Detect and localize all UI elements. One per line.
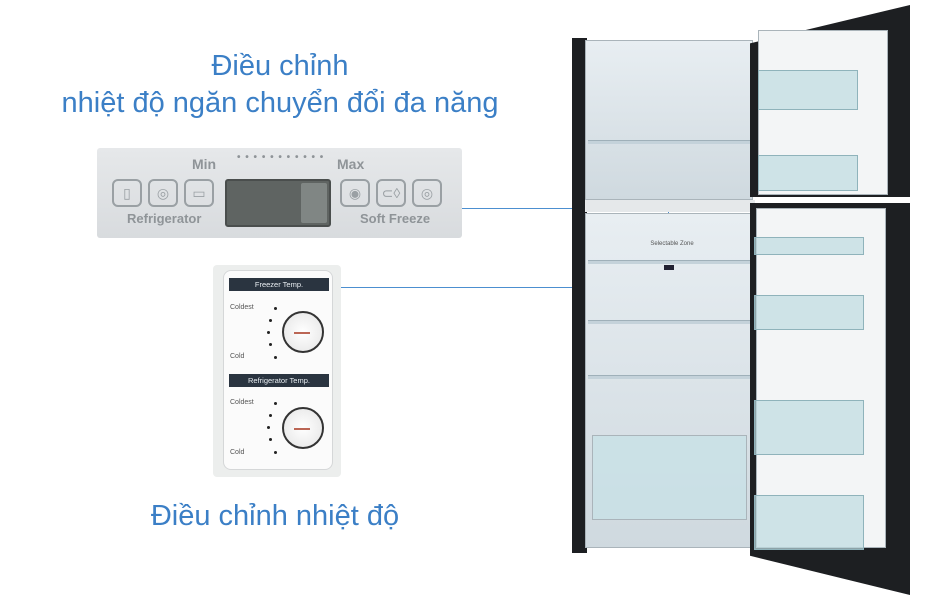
jar-icon: ◎ bbox=[148, 179, 178, 207]
slider-handle[interactable] bbox=[301, 183, 327, 223]
leader-line bbox=[341, 287, 586, 288]
refrigerator-cold-label: Cold bbox=[230, 449, 245, 456]
freezer-cold-label: Cold bbox=[230, 353, 245, 360]
selectable-zone-control-panel: Min • • • • • • • • • • • Max ▯ ◎ ▭ ◉ ⊂◊… bbox=[97, 148, 462, 238]
refrigerator-temp-dial[interactable] bbox=[282, 407, 324, 449]
dials-caption: Điều chỉnh nhiệt độ bbox=[150, 500, 400, 532]
caption-line-1: Điều chỉnh bbox=[211, 50, 349, 82]
mode-slider[interactable] bbox=[225, 179, 331, 227]
caption-line-2: nhiệt độ ngăn chuyển đổi đa năng bbox=[61, 87, 499, 119]
meat-icon: ◉ bbox=[340, 179, 370, 207]
freezer-temp-dial[interactable] bbox=[282, 311, 324, 353]
leader-line bbox=[462, 208, 669, 209]
slices-icon: ◎ bbox=[412, 179, 442, 207]
box-icon: ▭ bbox=[184, 179, 214, 207]
selectable-zone-label: Selectable Zone bbox=[650, 241, 694, 247]
min-label: Min bbox=[192, 156, 217, 172]
bottle-icon: ▯ bbox=[112, 179, 142, 207]
freezer-coldest-label: Coldest bbox=[230, 304, 254, 311]
freezer-temp-header: Freezer Temp. bbox=[229, 278, 329, 291]
fish-icon: ⊂◊ bbox=[376, 179, 406, 207]
selectable-zone-switch bbox=[664, 265, 674, 270]
max-label: Max bbox=[337, 156, 365, 172]
refrigerator-temp-header: Refrigerator Temp. bbox=[229, 374, 329, 387]
refrigerator-label: Refrigerator bbox=[127, 211, 202, 226]
level-dots: • • • • • • • • • • • bbox=[237, 152, 325, 163]
refrigerator-photo: Selectable Zone bbox=[572, 5, 912, 595]
soft-freeze-label: Soft Freeze bbox=[360, 211, 431, 226]
refrigerator-coldest-label: Coldest bbox=[230, 399, 254, 406]
selectable-zone-caption: Điều chỉnh nhiệt độ ngăn chuyển đổi đa n… bbox=[20, 48, 540, 122]
temperature-dial-panel: Freezer Temp. Coldest Cold Refrigerator … bbox=[213, 265, 341, 477]
